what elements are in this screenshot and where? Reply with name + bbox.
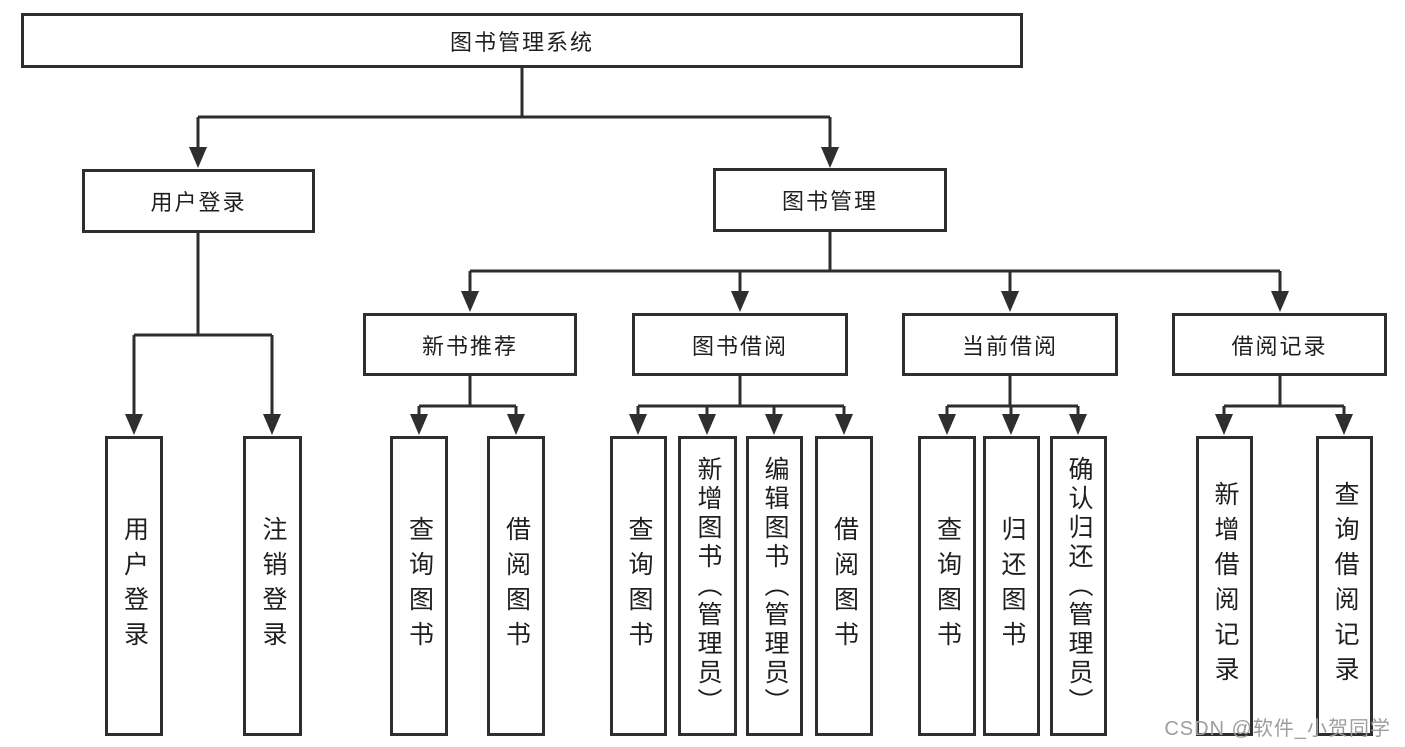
node-borrow-records-label: 借阅记录 (1231, 333, 1328, 359)
leaf-borrow-books-2: 借阅图书 (815, 436, 873, 736)
leaf-user-login-label: 用户登录 (120, 516, 149, 656)
leaf-return-books: 归还图书 (983, 436, 1040, 736)
leaf-query-books-2: 查询图书 (610, 436, 667, 736)
node-root-label: 图书管理系统 (449, 29, 594, 55)
leaf-add-borrow-record: 新增借阅记录 (1196, 436, 1253, 736)
leaf-query-borrow-record: 查询借阅记录 (1316, 436, 1373, 736)
node-book-management-label: 图书管理 (781, 189, 878, 214)
leaf-edit-books-admin-label: 编辑图书（管理员） (761, 455, 789, 717)
leaf-add-books-admin: 新增图书（管理员） (678, 436, 737, 736)
csdn-watermark: CSDN @软件_小贺同学 (1164, 718, 1391, 740)
node-book-borrow: 图书借阅 (632, 313, 848, 376)
leaf-add-books-admin-label: 新增图书（管理员） (694, 455, 722, 717)
leaf-borrow-books-1-label: 借阅图书 (502, 516, 531, 656)
node-book-management: 图书管理 (713, 168, 947, 232)
leaf-query-books-1: 查询图书 (390, 436, 448, 736)
leaf-add-borrow-record-label: 新增借阅记录 (1211, 481, 1239, 691)
leaf-query-borrow-record-label: 查询借阅记录 (1331, 481, 1359, 691)
node-new-book-recommend: 新书推荐 (363, 313, 577, 376)
node-new-book-recommend-label: 新书推荐 (421, 333, 518, 359)
leaf-confirm-return-admin-label: 确认归还（管理员） (1065, 455, 1093, 717)
node-root: 图书管理系统 (21, 13, 1023, 68)
node-user-login: 用户登录 (82, 169, 315, 233)
leaf-borrow-books-2-label: 借阅图书 (830, 516, 859, 656)
leaf-edit-books-admin: 编辑图书（管理员） (746, 436, 803, 736)
node-borrow-records: 借阅记录 (1172, 313, 1387, 376)
leaf-logout: 注销登录 (243, 436, 302, 736)
leaf-query-books-3-label: 查询图书 (933, 516, 962, 656)
node-user-login-label: 用户登录 (150, 190, 247, 215)
leaf-query-books-3: 查询图书 (918, 436, 976, 736)
leaf-return-books-label: 归还图书 (998, 516, 1026, 656)
leaf-borrow-books-1: 借阅图书 (487, 436, 545, 736)
leaf-query-books-1-label: 查询图书 (405, 516, 434, 656)
node-current-borrow-label: 当前借阅 (961, 333, 1058, 359)
node-book-borrow-label: 图书借阅 (691, 333, 788, 359)
leaf-query-books-2-label: 查询图书 (625, 516, 653, 656)
leaf-user-login: 用户登录 (105, 436, 163, 736)
leaf-confirm-return-admin: 确认归还（管理员） (1050, 436, 1107, 736)
node-current-borrow: 当前借阅 (902, 313, 1118, 376)
leaf-logout-label: 注销登录 (259, 516, 287, 656)
